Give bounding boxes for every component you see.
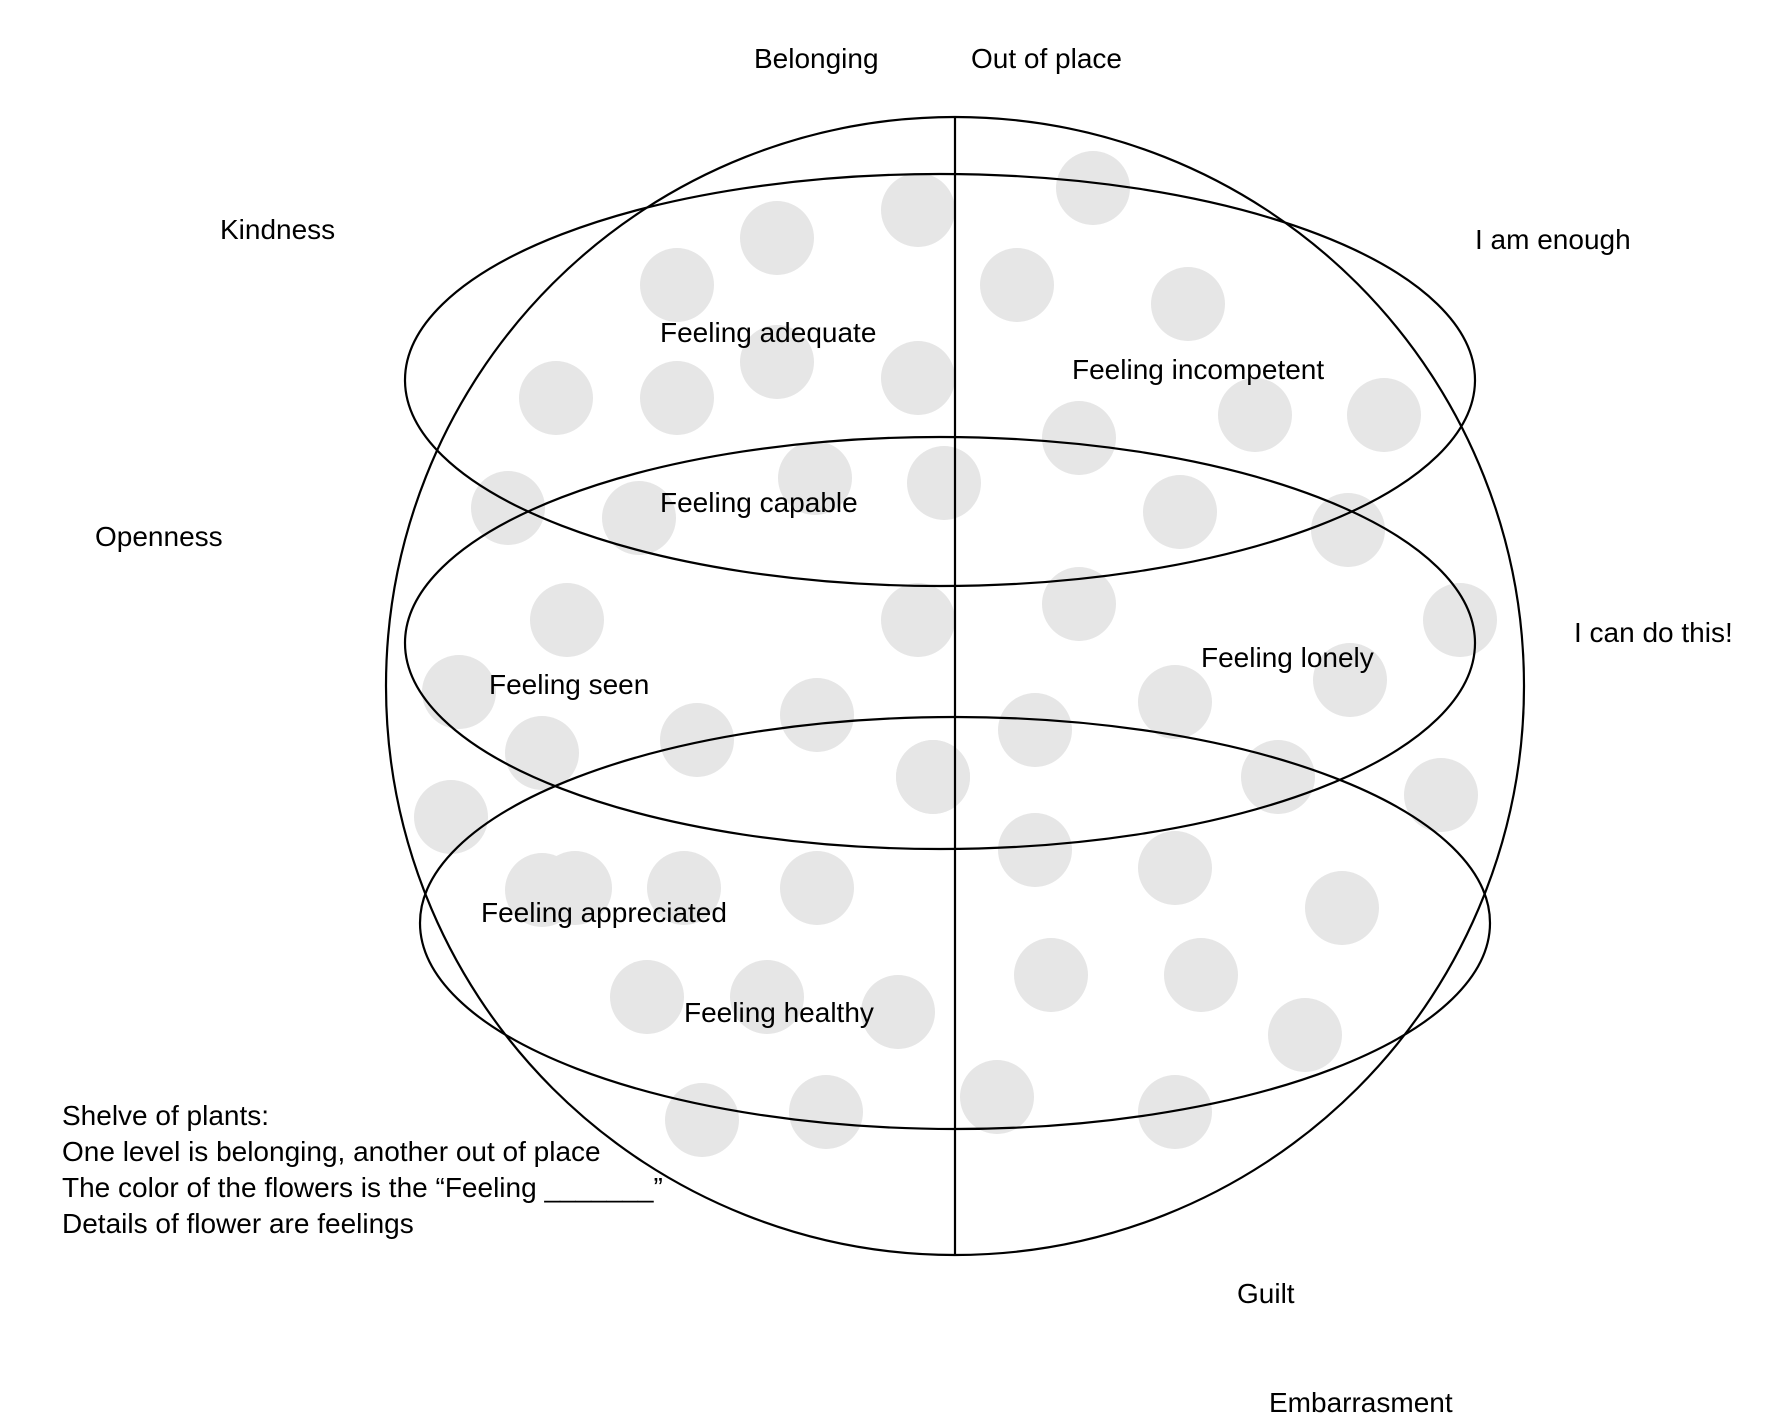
- shelf-middle: [403, 435, 1477, 851]
- flower-dot: [881, 341, 955, 415]
- flower-dot: [960, 1060, 1034, 1134]
- flower-dot: [789, 1075, 863, 1149]
- flower-dots: [414, 151, 1497, 1157]
- flower-dot: [471, 471, 545, 545]
- flower-dot: [1138, 831, 1212, 905]
- flower-dot: [1347, 378, 1421, 452]
- flower-dot: [519, 361, 593, 435]
- flower-dot: [1138, 1075, 1212, 1149]
- shelf-top: [403, 172, 1477, 588]
- flower-dot: [1305, 871, 1379, 945]
- label-feeling-incompetent: Feeling incompetent: [1072, 354, 1324, 385]
- flower-dot: [861, 975, 935, 1049]
- label-embarrasment: Embarrasment: [1269, 1387, 1453, 1418]
- label-i-can-do-this: I can do this!: [1574, 617, 1733, 648]
- flower-dot: [1056, 151, 1130, 225]
- note-line: The color of the flowers is the “Feeling…: [62, 1172, 663, 1203]
- flower-dot: [414, 780, 488, 854]
- flower-dot: [1311, 493, 1385, 567]
- flower-dot: [998, 813, 1072, 887]
- flower-dot: [505, 716, 579, 790]
- flower-dot: [778, 441, 852, 515]
- flower-dot: [1268, 998, 1342, 1072]
- flower-dot: [881, 583, 955, 657]
- flower-dot: [980, 248, 1054, 322]
- label-feeling-adequate: Feeling adequate: [660, 317, 876, 348]
- flower-dot: [1404, 758, 1478, 832]
- note-line: One level is belonging, another out of p…: [62, 1136, 601, 1167]
- flower-dot: [602, 481, 676, 555]
- label-feeling-healthy: Feeling healthy: [684, 997, 874, 1028]
- flower-dot: [1151, 267, 1225, 341]
- note-line: Shelve of plants:: [62, 1100, 270, 1131]
- flower-dot: [505, 853, 579, 927]
- flower-dot: [640, 361, 714, 435]
- flower-dot: [1164, 938, 1238, 1012]
- flower-dot: [647, 851, 721, 925]
- flower-dot: [530, 583, 604, 657]
- flower-dot: [665, 1083, 739, 1157]
- flower-dot: [896, 740, 970, 814]
- label-openness: Openness: [95, 521, 223, 552]
- label-feeling-appreciated: Feeling appreciated: [481, 897, 727, 928]
- flower-dot: [1218, 378, 1292, 452]
- flower-dot: [1138, 665, 1212, 739]
- flower-dot: [610, 960, 684, 1034]
- flower-dot: [780, 678, 854, 752]
- flower-dot: [1423, 583, 1497, 657]
- label-guilt: Guilt: [1237, 1278, 1295, 1309]
- flower-dot: [780, 851, 854, 925]
- sphere-outline: [384, 115, 1526, 1257]
- label-belonging: Belonging: [754, 43, 879, 74]
- flower-dot: [907, 446, 981, 520]
- label-kindness: Kindness: [220, 214, 335, 245]
- flower-dot: [998, 693, 1072, 767]
- label-i-am-enough: I am enough: [1475, 224, 1631, 255]
- label-feeling-seen: Feeling seen: [489, 669, 649, 700]
- note-line: Details of flower are feelings: [62, 1208, 414, 1239]
- flower-dot: [730, 960, 804, 1034]
- flower-dot: [1042, 567, 1116, 641]
- flower-dot: [640, 248, 714, 322]
- flower-dot: [740, 325, 814, 399]
- flower-dot: [1313, 643, 1387, 717]
- flower-dot: [1143, 475, 1217, 549]
- shelf-bottom: [418, 715, 1492, 1131]
- flower-dot: [740, 201, 814, 275]
- notes-block: Shelve of plants: One level is belonging…: [62, 1098, 663, 1242]
- label-feeling-capable: Feeling capable: [660, 487, 858, 518]
- label-feeling-lonely: Feeling lonely: [1201, 642, 1374, 673]
- flower-dot: [1014, 938, 1088, 1012]
- flower-dot: [422, 655, 496, 729]
- label-out-of-place: Out of place: [971, 43, 1122, 74]
- flower-dot: [1042, 401, 1116, 475]
- flower-dot: [660, 703, 734, 777]
- flower-dot: [881, 173, 955, 247]
